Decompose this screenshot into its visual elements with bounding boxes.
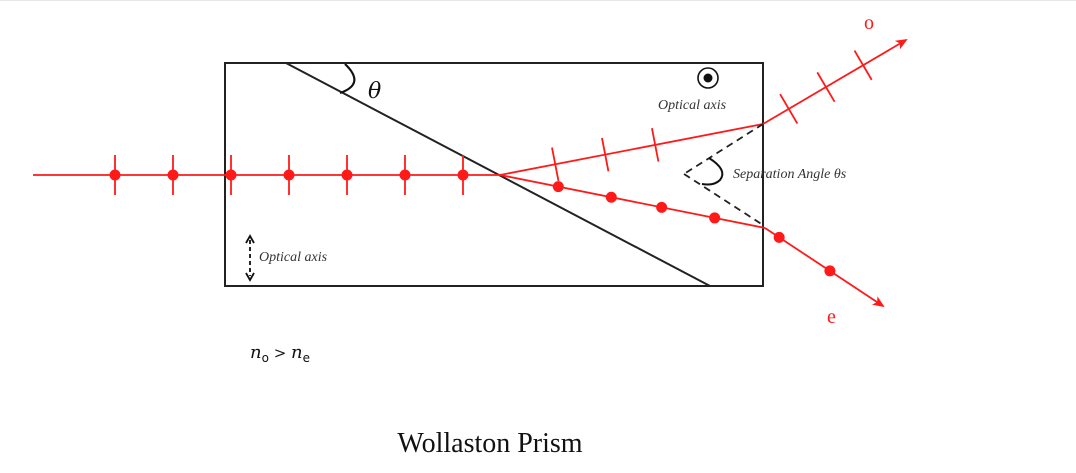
separation-angle-marker [683, 123, 764, 226]
incident-ray [33, 155, 500, 195]
theta-label: θ [368, 79, 381, 104]
polarization-tick-marker [601, 137, 610, 172]
index-relation: no > ne [250, 342, 310, 365]
polarization-dot-marker [773, 231, 785, 243]
theta-arc [339, 63, 356, 95]
optical-axis-top-label: Optical axis [658, 98, 727, 113]
optical-axis-bottom-label: Optical axis [259, 250, 328, 265]
polarization-dot-marker [341, 169, 353, 181]
polarization-dot-marker [283, 169, 295, 181]
polarization-tick-marker [816, 71, 836, 103]
polarization-dot-marker [109, 169, 121, 181]
polarization-dot-marker [167, 169, 179, 181]
e-ray-outside-line [764, 227, 885, 308]
polarization-tick-marker [853, 50, 873, 81]
o-ray-inside-line [499, 123, 764, 176]
optical-axis-vertical-arrow-icon [245, 234, 255, 282]
o-ray-outside-line [762, 38, 908, 125]
optical-axis-out-of-page-icon [697, 67, 719, 89]
e-ray [499, 174, 885, 308]
polarization-tick-marker [651, 128, 660, 162]
e-ray-label: e [827, 306, 836, 328]
polarization-tick-marker [779, 93, 799, 124]
polarization-dot-marker [552, 181, 564, 193]
e-ray-inside-line [499, 174, 766, 229]
polarization-dot-marker [656, 201, 668, 213]
polarization-dot-marker [457, 169, 469, 181]
diagram-title: Wollaston Prism [397, 428, 582, 459]
polarization-dot-marker [824, 265, 836, 277]
o-ray-label: o [864, 12, 874, 34]
polarization-dot-marker [399, 169, 411, 181]
polarization-dot-marker [225, 169, 237, 181]
separation-angle-label: Separation Angle θs [733, 167, 847, 182]
polarization-tick-marker [551, 147, 560, 182]
polarization-dot-marker [709, 212, 721, 224]
o-ray [499, 38, 908, 182]
top-border [0, 0, 1076, 1]
polarization-dot-marker [605, 191, 617, 203]
